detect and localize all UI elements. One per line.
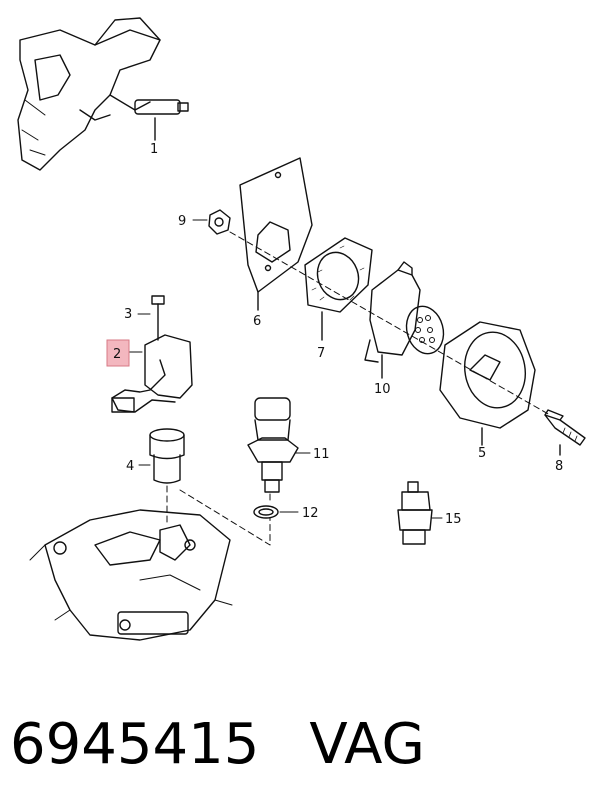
callout-9: 9 (178, 214, 186, 229)
part-12-seal-ring (253, 505, 279, 519)
part-4-bushing (149, 428, 185, 484)
callout-6: 6 (253, 314, 261, 329)
gearbox-housing (29, 509, 233, 641)
part-15-switch (397, 481, 433, 545)
part-9-nut (208, 209, 231, 235)
callout-2-highlight (106, 339, 130, 367)
callout-4: 4 (126, 459, 134, 474)
part-5-housing-cap (439, 321, 536, 446)
callout-15: 15 (445, 512, 462, 527)
callout-7: 7 (317, 346, 325, 361)
callout-8: 8 (555, 459, 563, 474)
part-11-pressure-switch (247, 397, 299, 493)
part-2-sender-unit (111, 334, 193, 413)
part-number-footer: 6945415 VAG (10, 700, 590, 790)
brand-name: VAG (309, 712, 425, 777)
callout-3: 3 (124, 307, 132, 322)
callout-1: 1 (150, 142, 158, 157)
part-3-bolt (151, 295, 165, 341)
callout-12: 12 (302, 506, 319, 521)
part-7-gasket-ring (304, 237, 373, 341)
callout-2: 2 (113, 347, 121, 362)
callout-11: 11 (313, 447, 330, 462)
part-8-screw (544, 409, 586, 456)
part-1-pedal-bracket (17, 17, 189, 171)
callout-5: 5 (478, 446, 486, 461)
part-6-gasket-plate (239, 157, 313, 311)
callout-10: 10 (374, 382, 391, 397)
part-10-socket (364, 261, 445, 379)
part-code: 6945415 (10, 712, 260, 777)
exploded-parts-diagram: 1 2 3 4 5 6 7 8 9 10 11 12 15 (17, 17, 586, 641)
